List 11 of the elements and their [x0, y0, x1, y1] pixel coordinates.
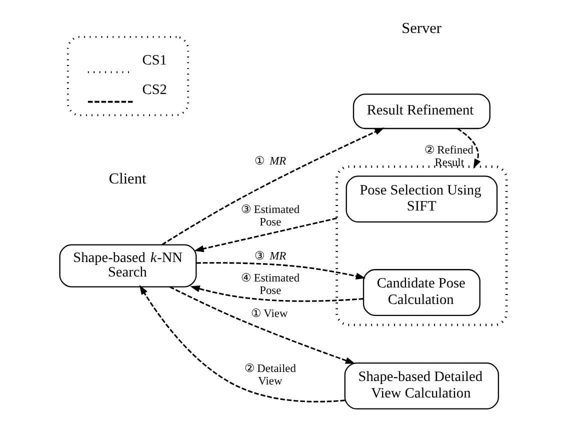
edge-label: ① MR — [254, 155, 286, 168]
edge-label: ① View — [250, 308, 288, 320]
edge-label: ③ Estimated Pose — [240, 204, 300, 228]
edge-label: ④ Estimated Pose — [240, 272, 300, 298]
legend-label: CS1 — [142, 52, 166, 69]
label: Client — [108, 170, 146, 188]
edge-label: ② Detailed View — [244, 363, 296, 388]
edge-label: ③ MR — [254, 250, 286, 263]
legend-label: CS2 — [142, 82, 166, 98]
label: Server — [401, 20, 441, 37]
edge-label: ② Refined Result — [424, 144, 473, 170]
